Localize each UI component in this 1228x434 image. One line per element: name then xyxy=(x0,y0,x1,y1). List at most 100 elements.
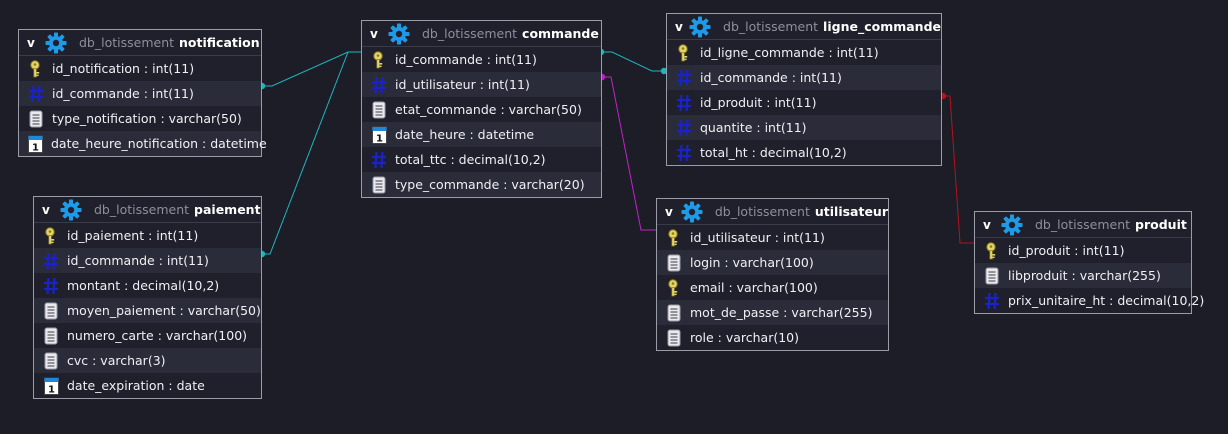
database-name: db_lotissement xyxy=(723,19,819,34)
column-row[interactable]: id_commande : int(11) xyxy=(362,47,601,72)
column-label: id_utilisateur : int(11) xyxy=(395,77,530,92)
column-row[interactable]: id_utilisateur : int(11) xyxy=(362,72,601,97)
link-ligne-commande-commande[interactable] xyxy=(601,51,666,72)
column-label: type_commande : varchar(20) xyxy=(395,177,585,192)
text-icon xyxy=(371,176,387,194)
database-name: db_lotissement xyxy=(94,202,190,217)
column-row[interactable]: type_commande : varchar(20) xyxy=(362,172,601,197)
calendar-icon: 1 xyxy=(28,135,43,153)
calendar-icon: 1 xyxy=(43,377,59,395)
hash-icon xyxy=(43,252,59,270)
link-notification-commande[interactable] xyxy=(262,51,362,87)
column-label: montant : decimal(10,2) xyxy=(67,278,220,293)
column-row[interactable]: login : varchar(100) xyxy=(657,250,888,275)
column-label: numero_carte : varchar(100) xyxy=(67,328,248,343)
key-icon xyxy=(666,228,682,247)
column-row[interactable]: id_notification : int(11) xyxy=(19,56,261,81)
table-name: notification xyxy=(179,35,260,50)
hash-icon xyxy=(676,144,692,162)
column-row[interactable]: mot_de_passe : varchar(255) xyxy=(657,300,888,325)
table-notification[interactable]: v db_lotissement notification id_notificati… xyxy=(18,29,267,157)
text-icon xyxy=(371,101,387,119)
column-row[interactable]: id_produit : int(11) xyxy=(975,238,1191,263)
column-row[interactable]: moyen_paiement : varchar(50) xyxy=(34,298,261,323)
column-row[interactable]: id_produit : int(11) xyxy=(667,90,941,115)
collapse-toggle[interactable]: v xyxy=(983,217,991,232)
table-header[interactable]: v db_lotissement utilisateur xyxy=(657,199,888,225)
gear-icon xyxy=(689,16,711,38)
calendar-icon: 1 xyxy=(371,126,387,144)
table-ligne-commande[interactable]: v db_lotissement ligne_commande id_ligne_co… xyxy=(666,13,942,166)
text-icon xyxy=(666,254,682,272)
table-name: ligne_commande xyxy=(823,19,941,34)
link-commande-utilisateur[interactable] xyxy=(601,76,656,231)
link-paiement-commande[interactable] xyxy=(262,51,362,255)
column-row[interactable]: libproduit : varchar(255) xyxy=(975,263,1191,288)
gear-icon xyxy=(1001,214,1023,236)
key-icon xyxy=(28,59,44,78)
database-name: db_lotissement xyxy=(79,35,175,50)
collapse-toggle[interactable]: v xyxy=(42,202,50,217)
text-icon xyxy=(984,267,1000,285)
text-icon xyxy=(43,327,59,345)
table-utilisateur[interactable]: v db_lotissement utilisateur id_utilisateur… xyxy=(656,198,889,351)
column-row[interactable]: id_commande : int(11) xyxy=(34,248,261,273)
table-header[interactable]: v db_lotissement ligne_commande xyxy=(667,14,941,40)
collapse-toggle[interactable]: v xyxy=(665,204,673,219)
column-row[interactable]: email : varchar(100) xyxy=(657,275,888,300)
column-row[interactable]: numero_carte : varchar(100) xyxy=(34,323,261,348)
hash-icon xyxy=(371,76,387,94)
table-header[interactable]: v db_lotissement notification xyxy=(19,30,261,56)
text-icon xyxy=(43,352,59,370)
collapse-toggle[interactable]: v xyxy=(370,26,378,41)
column-row[interactable]: type_notification : varchar(50) xyxy=(19,106,261,131)
column-row[interactable]: montant : decimal(10,2) xyxy=(34,273,261,298)
column-row[interactable]: cvc : varchar(3) xyxy=(34,348,261,373)
column-row[interactable]: id_ligne_commande : int(11) xyxy=(667,40,941,65)
column-label: date_heure : datetime xyxy=(395,127,535,142)
column-label: email : varchar(100) xyxy=(690,280,818,295)
gear-icon xyxy=(60,199,82,221)
column-row[interactable]: etat_commande : varchar(50) xyxy=(362,97,601,122)
column-label: id_commande : int(11) xyxy=(67,253,209,268)
column-row[interactable]: prix_unitaire_ht : decimal(10,2) xyxy=(975,288,1204,313)
column-label: cvc : varchar(3) xyxy=(67,353,166,368)
column-row[interactable]: 1 date_heure : datetime xyxy=(362,122,601,147)
column-row[interactable]: total_ttc : decimal(10,2) xyxy=(362,147,601,172)
column-label: date_expiration : date xyxy=(67,378,205,393)
hash-icon xyxy=(28,85,44,103)
column-label: id_produit : int(11) xyxy=(700,95,817,110)
column-label: mot_de_passe : varchar(255) xyxy=(690,305,873,320)
collapse-toggle[interactable]: v xyxy=(675,19,683,34)
key-icon xyxy=(43,226,59,245)
column-row[interactable]: quantite : int(11) xyxy=(667,115,941,140)
hash-icon xyxy=(371,151,387,169)
column-label: id_commande : int(11) xyxy=(395,52,537,67)
column-row[interactable]: role : varchar(10) xyxy=(657,325,888,350)
key-icon xyxy=(371,50,387,69)
column-row[interactable]: total_ht : decimal(10,2) xyxy=(667,140,941,165)
text-icon xyxy=(43,302,59,320)
column-row[interactable]: id_utilisateur : int(11) xyxy=(657,225,888,250)
collapse-toggle[interactable]: v xyxy=(27,35,35,50)
column-label: id_produit : int(11) xyxy=(1008,243,1125,258)
hash-icon xyxy=(43,277,59,295)
column-row[interactable]: id_paiement : int(11) xyxy=(34,223,261,248)
table-name: commande xyxy=(522,26,599,41)
database-name: db_lotissement xyxy=(714,204,810,219)
link-ligne-commande-produit[interactable] xyxy=(942,95,974,244)
table-name: utilisateur xyxy=(814,204,888,219)
column-label: total_ttc : decimal(10,2) xyxy=(395,152,546,167)
column-row[interactable]: id_commande : int(11) xyxy=(667,65,941,90)
column-row[interactable]: 1 date_expiration : date xyxy=(34,373,261,398)
gear-icon xyxy=(681,201,703,223)
column-row[interactable]: id_commande : int(11) xyxy=(19,81,261,106)
column-label: etat_commande : varchar(50) xyxy=(395,102,582,117)
